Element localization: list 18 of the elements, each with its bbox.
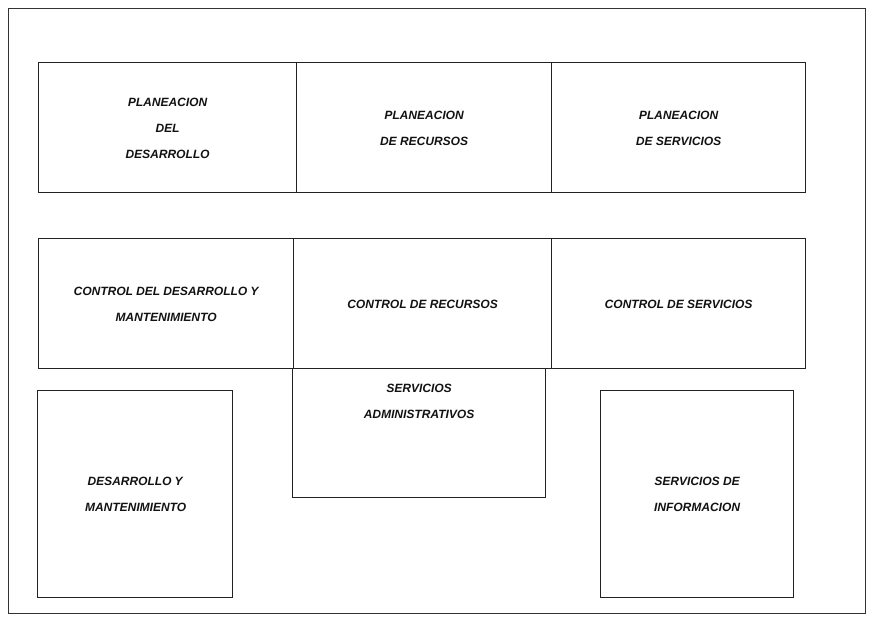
process-box — [551, 62, 806, 193]
box-label: CONTROL DE RECURSOS — [346, 296, 499, 312]
box-label: CONTROL DEL DESARROLLO Y MANTENIMIENTO — [72, 282, 260, 326]
box-label: PLANEACION DEL DESARROLLO — [124, 94, 210, 162]
process-box — [38, 238, 294, 369]
process-box — [551, 238, 806, 369]
box-label: CONTROL DE SERVICIOS — [604, 296, 754, 312]
box-label: PLANEACION DE SERVICIOS — [634, 106, 722, 150]
box-label: SERVICIOS DE INFORMACION — [653, 473, 742, 516]
process-box — [292, 368, 546, 498]
box-label: DESARROLLO Y MANTENIMIENTO — [85, 473, 185, 516]
process-box — [38, 62, 297, 193]
box-label: SERVICIOS ADMINISTRATIVOS — [362, 380, 476, 423]
process-box — [296, 62, 552, 193]
process-box — [293, 238, 552, 369]
process-box — [600, 390, 794, 598]
box-label: PLANEACION DE RECURSOS — [379, 106, 469, 150]
process-box — [37, 390, 233, 598]
